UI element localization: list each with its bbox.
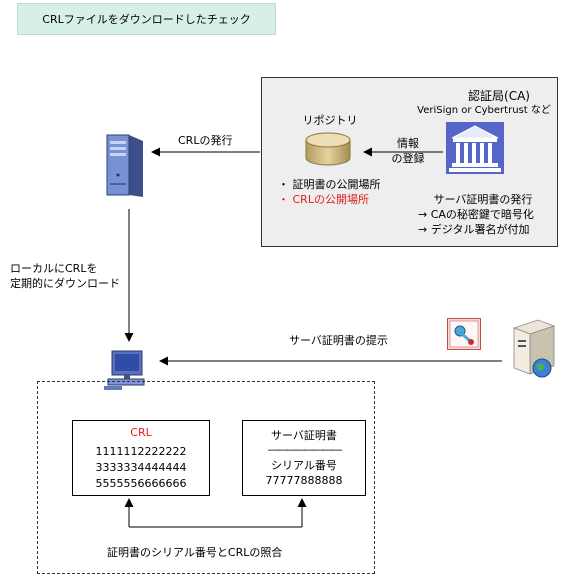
crl-issue-label: CRLの発行: [178, 134, 233, 147]
issue-item-signature: → デジタル署名が付加: [418, 223, 530, 236]
cert-card-title: サーバ証明書: [271, 429, 337, 442]
diagram-title-text: CRLファイルをダウンロードしたチェック: [42, 13, 251, 26]
client-pc-icon: [104, 350, 145, 390]
issue-title: サーバ証明書の発行: [433, 193, 533, 206]
certificate-key-icon: [447, 318, 481, 350]
crl-server-icon: [106, 134, 143, 197]
repo-item-crl: ・ CRLの公開場所: [278, 193, 369, 207]
crl-line-1: 1111112222222: [95, 445, 187, 458]
diagram-title: CRLファイルをダウンロードしたチェック: [17, 3, 276, 35]
cert-card-divider: ――――――――: [268, 443, 342, 456]
repo-item-cert: ・ 証明書の公開場所: [278, 178, 381, 191]
crl-card-title: CRL: [130, 426, 152, 439]
crl-card: CRL 1111112222222 3333334444444 55555566…: [72, 420, 210, 496]
download-label-2: 定期的にダウンロード: [10, 277, 120, 290]
cert-serial-label: シリアル番号: [271, 459, 337, 472]
web-server-icon: [512, 319, 556, 378]
repository-database-icon: [305, 132, 351, 166]
register-label-2: の登録: [391, 152, 425, 165]
repository-label: リポジトリ: [302, 114, 358, 127]
issue-item-encrypt: → CAの秘密鍵で暗号化: [418, 208, 534, 221]
cert-serial-value: 77777888888: [265, 474, 343, 487]
repo-item-crl-text: ・ CRLの公開場所: [278, 193, 369, 206]
download-label-1: ローカルにCRLを: [10, 262, 98, 275]
crl-line-3: 5555556666666: [95, 477, 187, 490]
match-label: 証明書のシリアル番号とCRLの照合: [107, 546, 283, 559]
ca-building-icon: [446, 122, 504, 174]
server-cert-card: サーバ証明書 ―――――――― シリアル番号 77777888888: [242, 420, 366, 496]
present-label: サーバ証明書の提示: [289, 334, 388, 347]
crl-line-2: 3333334444444: [95, 461, 187, 474]
register-label-1: 情報: [397, 137, 419, 150]
ca-title: 認証局(CA): [468, 89, 530, 103]
ca-vendors: VeriSign or Cybertrust など: [417, 105, 551, 116]
